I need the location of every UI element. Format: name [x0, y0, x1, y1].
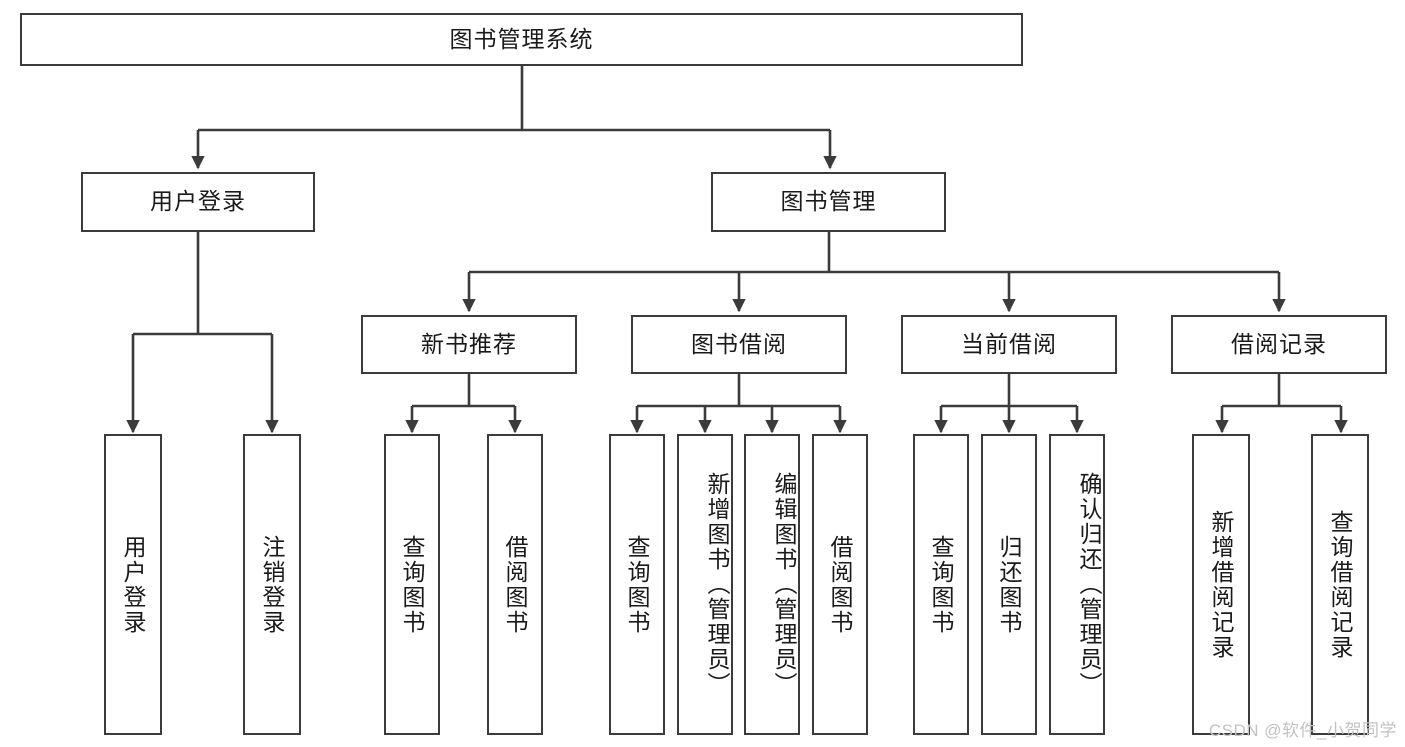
- node-leaf-add-book[interactable]: 新增图书（管理员）: [677, 434, 733, 735]
- node-leaf-query-book-2[interactable]: 查询图书: [609, 434, 665, 735]
- node-user-login-label: 用户登录: [150, 188, 246, 215]
- node-user-login[interactable]: 用户登录: [81, 172, 315, 232]
- node-leaf-query-record[interactable]: 查询借阅记录: [1311, 434, 1369, 735]
- node-book-borrow-label: 图书借阅: [691, 330, 787, 357]
- node-leaf-user-logout-label: 注销登录: [259, 534, 286, 635]
- node-leaf-borrow-book-2-label: 借阅图书: [827, 534, 854, 635]
- node-book-borrow[interactable]: 图书借阅: [631, 315, 847, 374]
- node-leaf-confirm-return[interactable]: 确认归还（管理员）: [1049, 434, 1105, 735]
- node-leaf-query-book-3-label: 查询图书: [928, 534, 955, 635]
- node-leaf-query-book-1[interactable]: 查询图书: [384, 434, 440, 735]
- node-current-borrow[interactable]: 当前借阅: [901, 315, 1117, 374]
- node-book-manage[interactable]: 图书管理: [711, 172, 946, 232]
- node-leaf-query-book-1-label: 查询图书: [399, 534, 426, 635]
- node-leaf-return-book[interactable]: 归还图书: [981, 434, 1037, 735]
- node-leaf-borrow-book-1-label: 借阅图书: [502, 534, 529, 635]
- node-book-manage-label: 图书管理: [780, 188, 877, 215]
- node-root-label: 图书管理系统: [449, 25, 594, 52]
- node-leaf-add-record-label: 新增借阅记录: [1208, 509, 1235, 660]
- node-borrow-record-label: 借阅记录: [1231, 330, 1327, 357]
- node-leaf-add-record[interactable]: 新增借阅记录: [1192, 434, 1250, 735]
- node-leaf-edit-book[interactable]: 编辑图书（管理员）: [744, 434, 800, 735]
- node-leaf-confirm-return-label: 确认归还（管理员）: [1076, 472, 1102, 697]
- node-leaf-borrow-book-1[interactable]: 借阅图书: [487, 434, 543, 735]
- node-leaf-edit-book-label: 编辑图书（管理员）: [771, 472, 797, 697]
- node-leaf-query-book-3[interactable]: 查询图书: [913, 434, 969, 735]
- node-leaf-return-book-label: 归还图书: [996, 534, 1023, 635]
- node-leaf-user-logout[interactable]: 注销登录: [243, 434, 301, 735]
- node-root[interactable]: 图书管理系统: [20, 13, 1023, 66]
- node-leaf-user-login-label: 用户登录: [120, 534, 147, 635]
- node-new-book-rec[interactable]: 新书推荐: [361, 315, 577, 374]
- node-borrow-record[interactable]: 借阅记录: [1171, 315, 1387, 374]
- csdn-watermark: CSDN @软件_小贺同学: [1208, 721, 1397, 740]
- node-leaf-query-record-label: 查询借阅记录: [1327, 509, 1354, 660]
- node-current-borrow-label: 当前借阅: [961, 330, 1057, 357]
- node-leaf-add-book-label: 新增图书（管理员）: [704, 472, 730, 697]
- node-leaf-borrow-book-2[interactable]: 借阅图书: [812, 434, 868, 735]
- node-leaf-user-login[interactable]: 用户登录: [104, 434, 162, 735]
- node-leaf-query-book-2-label: 查询图书: [624, 534, 651, 635]
- node-new-book-rec-label: 新书推荐: [421, 330, 517, 357]
